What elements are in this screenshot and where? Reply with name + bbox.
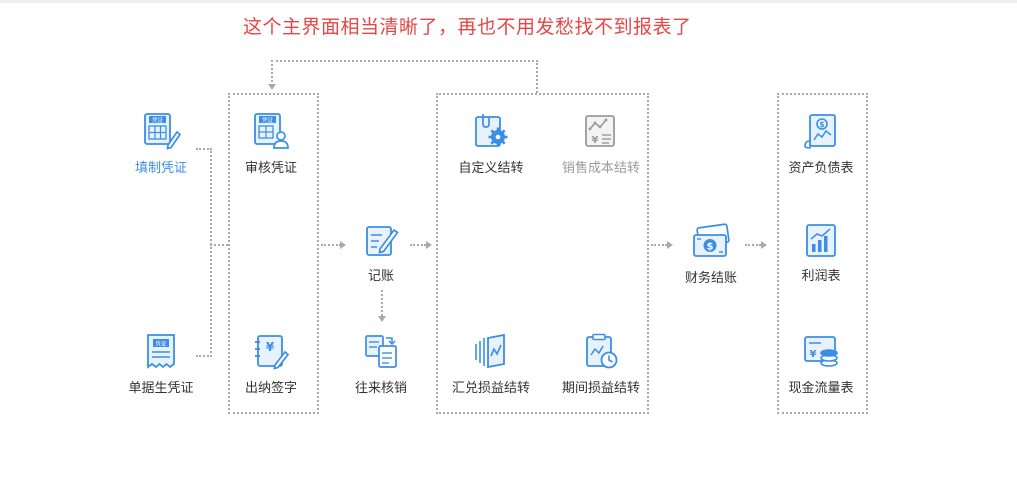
node-label: 填制凭证 <box>134 160 187 175</box>
voucher-pen-icon: 凭证 <box>144 113 181 150</box>
node-label: 期间损益结转 <box>561 380 640 395</box>
node-cashier-sign[interactable]: ¥ 出纳签字 <box>216 333 326 396</box>
receipt-voucher-icon: 凭证 <box>147 334 175 369</box>
voucher-group-box <box>228 93 319 414</box>
node-label: 现金流量表 <box>788 380 854 395</box>
coin-stack-icon: ¥ <box>804 336 838 367</box>
node-label: 自定义结转 <box>458 160 524 175</box>
node-fx-transfer[interactable]: 汇兑损益结转 <box>436 333 546 396</box>
node-label: 往来核销 <box>354 380 407 395</box>
node-income-statement[interactable]: 利润表 <box>766 223 876 284</box>
top-border <box>0 0 1017 3</box>
yen-chart-icon: ¥ <box>585 115 615 147</box>
yen-notebook-icon: ¥ <box>255 335 290 370</box>
node-cash-flow[interactable]: ¥ 现金流量表 <box>766 333 876 396</box>
edit-document-icon <box>366 226 399 256</box>
node-write-off[interactable]: 往来核销 <box>326 333 436 396</box>
voucher-icon-text: 凭证 <box>155 339 167 347</box>
node-balance-sheet[interactable]: $ 资产负债表 <box>766 113 876 176</box>
svg-text:$: $ <box>819 120 824 129</box>
node-custom-transfer[interactable]: 自定义结转 <box>436 113 546 176</box>
yen-icon-text: ¥ <box>266 340 275 354</box>
node-sales-cost-transfer[interactable]: ¥ 销售成本结转 <box>546 113 656 176</box>
node-label: 单据生凭证 <box>128 380 194 395</box>
bar-chart-icon <box>806 224 836 257</box>
transfer-group-box <box>436 93 649 414</box>
yen-icon-text: ¥ <box>810 349 817 360</box>
transfer-documents-icon <box>365 335 397 368</box>
node-bill-voucher[interactable]: 凭证 单据生凭证 <box>106 333 216 396</box>
gear-clip-icon <box>475 114 508 147</box>
clipboard-clock-icon <box>586 333 618 369</box>
voucher-icon-text: 凭证 <box>152 116 164 124</box>
node-label: 销售成本结转 <box>561 160 640 175</box>
wave-card-icon <box>475 333 505 369</box>
node-label: 记账 <box>367 268 394 283</box>
yen-icon-text: ¥ <box>592 135 599 146</box>
node-label: 利润表 <box>801 268 841 283</box>
node-period-transfer[interactable]: 期间损益结转 <box>546 333 656 396</box>
node-month-close[interactable]: $ 财务结账 <box>656 223 766 286</box>
node-audit-voucher[interactable]: 凭证 审核凭证 <box>216 111 326 176</box>
report-group-box <box>777 93 868 414</box>
node-fill-voucher[interactable]: 凭证 填制凭证 <box>106 111 216 176</box>
node-label: 出纳签字 <box>244 380 297 395</box>
money-bills-icon: $ <box>693 223 730 257</box>
node-label: 资产负债表 <box>788 160 854 175</box>
node-label: 财务结账 <box>684 270 737 285</box>
svg-text:$: $ <box>707 241 714 252</box>
node-bookkeeping[interactable]: 记账 <box>326 223 436 284</box>
voucher-icon-text: 凭证 <box>262 116 274 124</box>
node-label: 汇兑损益结转 <box>451 380 530 395</box>
dollar-scroll-icon: $ <box>804 114 836 149</box>
node-label: 审核凭证 <box>244 160 297 175</box>
annotation-caption: 这个主界面相当清晰了，再也不用发愁找不到报表了 <box>243 16 692 38</box>
voucher-person-icon: 凭证 <box>254 113 289 149</box>
